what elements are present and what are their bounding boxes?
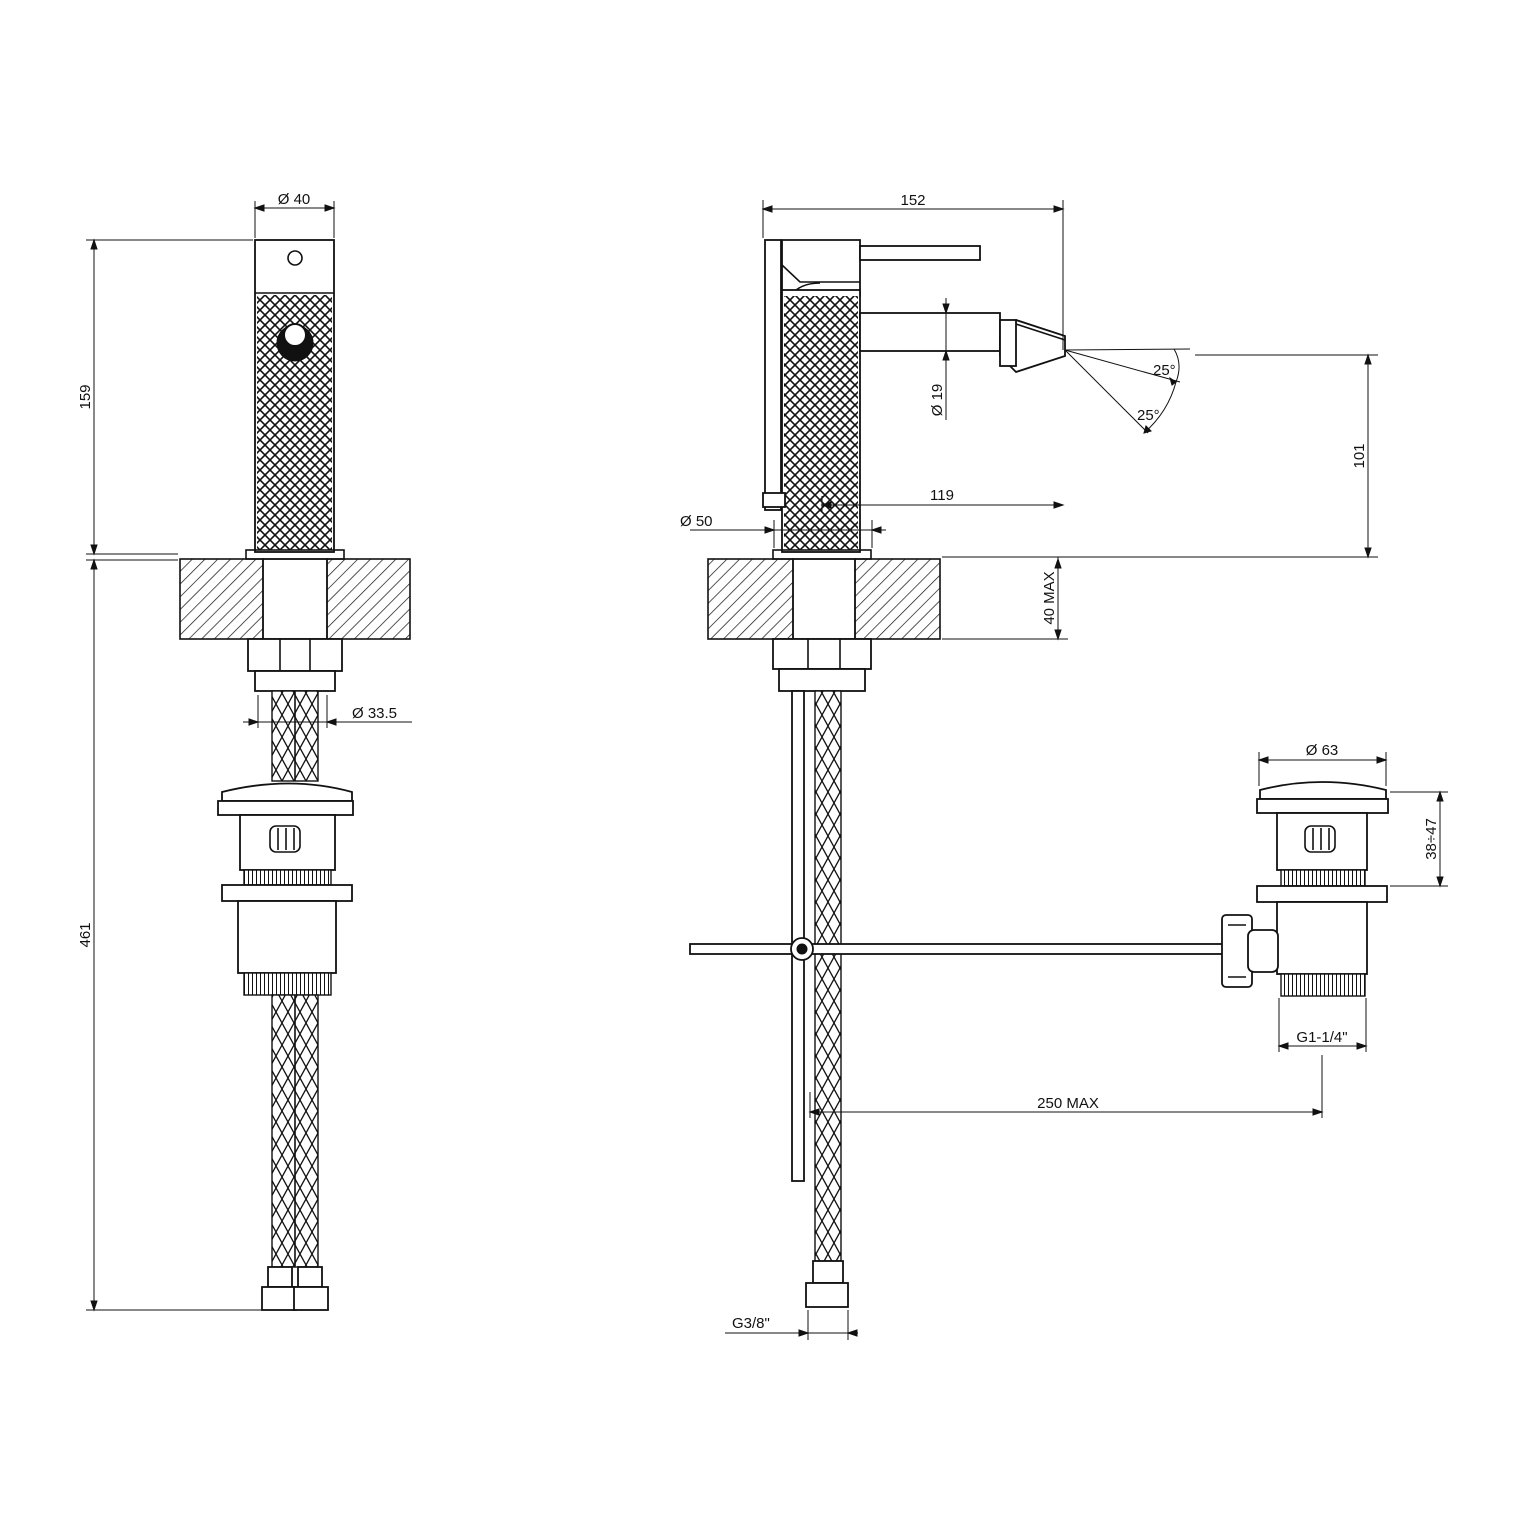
dim-label: Ø 50 [680,513,713,530]
dim-side-waste-diameter: Ø 63 [1257,742,1388,786]
dim-side-spout-reach: 119 [820,487,1065,512]
dim-label: G3/8" [732,1315,770,1332]
dim-label: Ø 63 [1306,742,1339,759]
dim-side-spout-height: 101 [942,353,1378,559]
dim-side-waste-distance: 250 MAX [808,1055,1324,1118]
dim-front-lower-height: 461 [77,558,262,1312]
dim-label: Ø 19 [929,384,946,417]
side-view: 152 Ø 19 119 Ø 50 [680,192,1448,1340]
knurled-surface [784,296,858,550]
dim-label: Ø 33.5 [352,705,397,722]
supply-hose [814,690,842,1262]
dim-side-overall-width: 152 [761,192,1065,350]
hose-nut-left [261,1286,297,1311]
dim-front-body-diameter: Ø 40 [253,191,336,238]
dim-side-deck-thickness: 40 MAX [942,557,1068,641]
dim-front-upper-height: 159 [77,238,253,556]
dim-label: Ø 40 [278,191,311,208]
lever-pin-icon [287,250,303,266]
dim-label: G1-1/4" [1296,1029,1347,1046]
waste-assembly-front [217,782,354,996]
spout [859,312,1001,352]
dim-side-spout-diameter: Ø 19 [929,298,992,420]
deck-section-right [326,558,411,640]
angle-label-lower: 25° [1137,407,1160,424]
dim-label: 119 [930,487,954,504]
deck-section-left [707,558,794,640]
dim-label: 101 [1351,443,1368,468]
front-view: Ø 40 159 461 Ø 33.5 [77,191,412,1312]
angle-label-upper: 25° [1153,362,1176,379]
dim-label: 38÷47 [1423,818,1440,860]
dim-label: 461 [77,922,94,947]
waste-link-rod [689,943,1231,955]
dim-side-base-diameter: Ø 50 [680,513,886,548]
dim-label: 152 [900,192,925,209]
dim-side-waste-range: 38÷47 [1390,790,1448,888]
hose-nut-right [293,1286,329,1311]
deck-section-right [854,558,941,640]
pop-up-rod [791,690,805,1182]
hose-nut [805,1282,849,1308]
lever-handle [859,245,981,261]
mixer-head [781,239,861,297]
deck-section-left [179,558,264,640]
dim-label: 250 MAX [1037,1095,1099,1112]
dim-label: 40 MAX [1041,571,1058,624]
dim-side-waste-thread: G1-1/4" [1277,998,1368,1052]
dim-spray-angles: 25° 25° [1064,348,1191,434]
waste-assembly-side [1221,781,1389,997]
dim-side-hose-thread: G3/8" [725,1310,858,1340]
dim-label: 159 [77,384,94,409]
dim-front-shank-diameter: Ø 33.5 [243,695,412,728]
